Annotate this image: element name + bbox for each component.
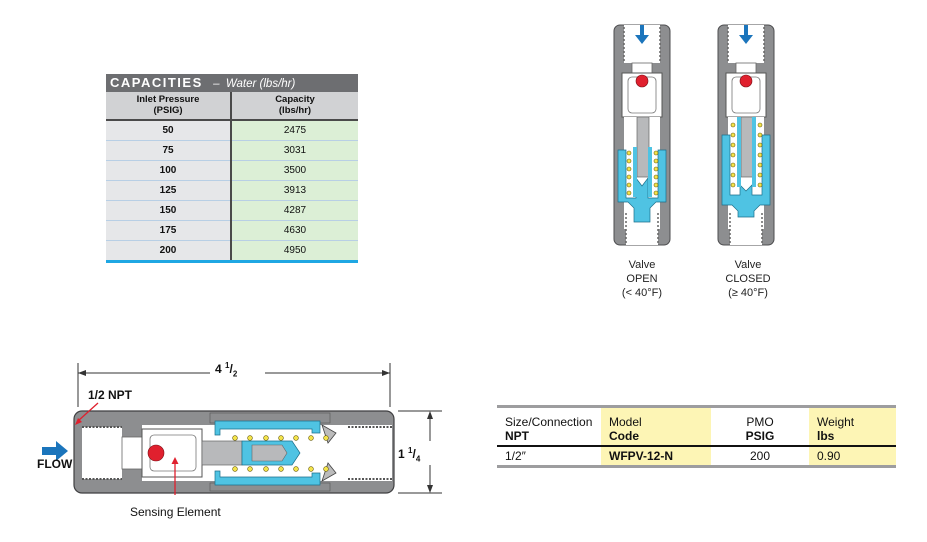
cell-capacity: 4950 bbox=[231, 240, 358, 263]
flow-arrow-right-icon bbox=[42, 441, 68, 461]
cell-capacity: 4287 bbox=[231, 200, 358, 221]
sensing-ball-icon bbox=[739, 74, 753, 88]
table-row: 1/2″ WFPV-12-N 200 0.90 bbox=[497, 446, 896, 465]
cell-inlet-pressure: 125 bbox=[106, 180, 232, 201]
cell-capacity: 3913 bbox=[231, 180, 358, 201]
cell-inlet-pressure: 200 bbox=[106, 240, 232, 263]
valve-open-label: Valve OPEN (< 40°F) bbox=[621, 259, 663, 299]
flow-arrow-down-icon bbox=[635, 35, 649, 44]
fluid-housing bbox=[214, 420, 321, 486]
cell-model-code: WFPV-12-N bbox=[601, 446, 711, 465]
cell-capacity: 2475 bbox=[231, 120, 358, 141]
spring-coils bbox=[232, 435, 329, 472]
flow-label: FLOW bbox=[37, 457, 73, 471]
cell-inlet-pressure: 100 bbox=[106, 160, 232, 181]
capacities-title: CAPACITIES – Water (lbs/hr) bbox=[106, 74, 358, 92]
sensing-element-label: Sensing Element bbox=[130, 505, 221, 519]
connection-label: 1/2 NPT bbox=[88, 388, 133, 402]
cell-inlet-pressure: 175 bbox=[106, 220, 232, 241]
cell-capacity: 3031 bbox=[231, 140, 358, 161]
cell-inlet-pressure: 75 bbox=[106, 140, 232, 161]
header-inlet-pressure: Inlet Pressure(PSIG) bbox=[106, 92, 232, 121]
valve-cross-sections bbox=[613, 24, 775, 246]
valve-closed-diagram bbox=[717, 24, 775, 246]
capacities-table: CAPACITIES – Water (lbs/hr) Inlet Pressu… bbox=[106, 74, 358, 263]
capacities-subtitle: Water (lbs/hr) bbox=[225, 78, 296, 90]
cell-inlet-pressure: 50 bbox=[106, 120, 232, 141]
cell-pmo: 200 bbox=[749, 449, 771, 463]
length-dimension-line bbox=[77, 363, 391, 407]
header-capacity: Capacity(lbs/hr) bbox=[231, 92, 358, 121]
cell-capacity: 3500 bbox=[231, 160, 358, 181]
height-dimension-label: 1 1/4 bbox=[398, 446, 421, 464]
spring-coils bbox=[730, 122, 763, 188]
length-dimension-label: 4 1/2 bbox=[215, 361, 238, 379]
cell-inlet-pressure: 150 bbox=[106, 200, 232, 221]
valve-open-diagram bbox=[613, 24, 671, 246]
cell-weight: 0.90 bbox=[809, 446, 896, 465]
valve-dimension-drawing bbox=[42, 363, 442, 495]
sensing-element-arrow-icon bbox=[171, 457, 179, 464]
flow-arrow-down-icon bbox=[739, 35, 753, 44]
valve-closed-label: Valve CLOSED (≥ 40°F) bbox=[725, 259, 771, 299]
spring-coils bbox=[626, 150, 659, 196]
cell-capacity: 4630 bbox=[231, 220, 358, 241]
sensing-ball-icon bbox=[147, 444, 165, 462]
sensing-ball-icon bbox=[635, 74, 649, 88]
cell-size: 1/2″ bbox=[505, 449, 526, 463]
